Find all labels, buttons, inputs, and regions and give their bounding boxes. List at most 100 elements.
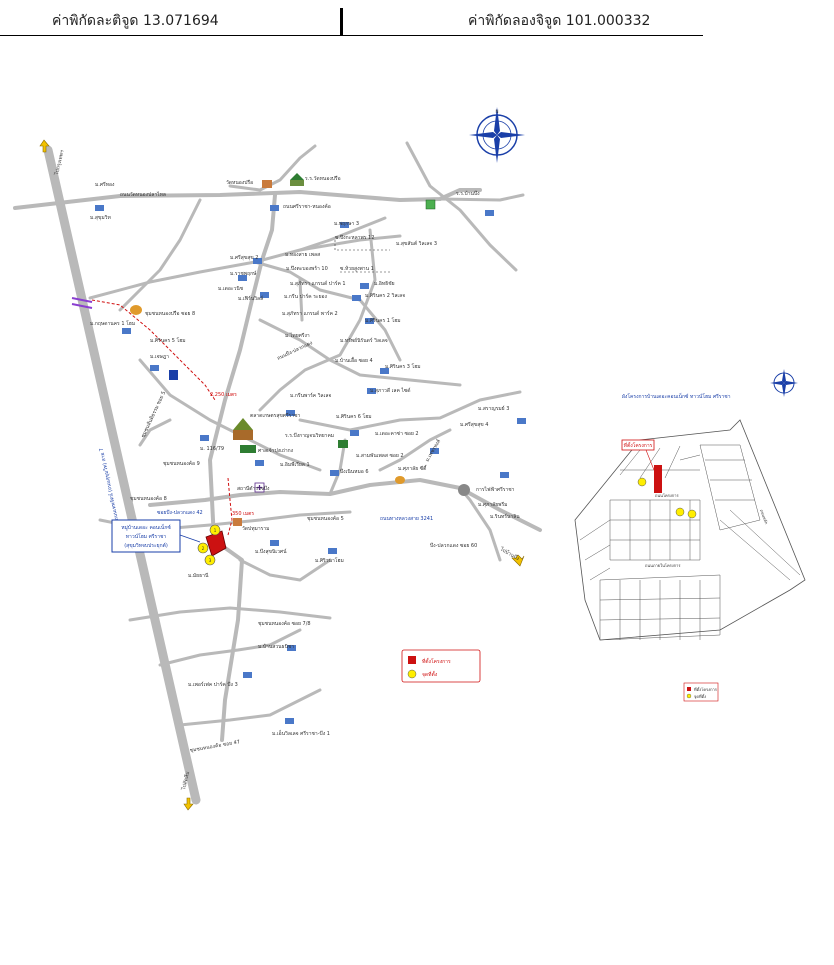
label-supalai: ม.ศุภาลัย ซีตี้ — [398, 463, 427, 472]
route-350 — [227, 477, 233, 536]
road-soi78 — [128, 606, 332, 622]
label-highway-south: ไปสัตหีบ — [180, 771, 191, 792]
house-icon — [255, 460, 264, 466]
inset-road2-label: ถนนภายในโครงการ — [645, 563, 681, 568]
label-tongsai: ม.ทองสาย เพลส — [285, 252, 320, 258]
house-icon — [95, 205, 104, 211]
marker-3-label: 3 — [209, 558, 212, 563]
label-116: ม. 116/79 — [200, 446, 224, 452]
label-cha-soi: ชุมชนสันติธรรม ซอย 5 — [139, 390, 167, 439]
label-green-village: ม.กรีนพาร์ค วิลเลจ — [290, 392, 331, 399]
market-icon — [233, 418, 253, 430]
label-soi-60: บึง-ปลวกแดง ซอย 60 — [430, 542, 477, 549]
label-soi6: บึงเนินหมอ 6 — [340, 468, 369, 475]
label-atthasit: ม.สุภาวดี เลค ไซด์ — [370, 387, 411, 394]
inset-legend-site-swatch — [687, 687, 691, 691]
label-mk-soi: ชุมชนหนองปรือ ซอย 8 — [145, 310, 195, 317]
house-icon — [238, 275, 247, 281]
inset-marker-3-icon — [687, 509, 697, 519]
school2-icon — [338, 440, 348, 448]
marker-3-icon — [204, 554, 216, 566]
label-pruksa3: ม.พฤกษา 3 — [334, 221, 359, 227]
road-e3 — [328, 438, 347, 496]
house-icon — [340, 222, 349, 228]
road-mid3 — [253, 260, 402, 362]
inset-legend-point-swatch — [686, 693, 692, 699]
house-icon — [287, 645, 296, 651]
inset-title: ผังโครงการบ้านเดอะคอนเน็กซ์ ทาวน์โฮม ศรี… — [622, 392, 731, 400]
label-green: ม.อิทธิชัย — [374, 280, 395, 287]
road-c1 — [298, 278, 304, 322]
legend-site-label: ที่ตั้งโครงการ — [422, 656, 451, 665]
label-soi12: ซ.ปึงกะหลาพร 12 — [335, 234, 374, 241]
label-rd-nongkho: ถนนศรีราชา-หนองค้อ — [283, 203, 331, 210]
label-rainboom: ม.รินทร์นาลิน — [490, 513, 520, 520]
site-name-1: หมู่บ้านเดอะ คอนเน็กซ์ — [121, 523, 171, 531]
site-name-3: (สุขุมวิทจบประยุกต์) — [124, 542, 168, 549]
label-power: การไฟฟ้าศรีราชา — [476, 486, 515, 493]
house-icon — [367, 388, 376, 394]
shrine-icon — [240, 445, 256, 453]
label-greenpark: ม.กรีน ปาร์ค ระยอง — [284, 293, 328, 300]
inset-legend-point-label: จุดที่ตั้ง — [694, 692, 706, 700]
label-tofar2: ไปบ้านบึง — [498, 545, 521, 562]
label-prime: ม.เพอร์เฟค ปาร์ค บึง 3 — [188, 681, 238, 688]
main-highway — [43, 145, 201, 805]
house-icon — [352, 295, 361, 301]
label-soi10: ม.ปึงตะบองพร้า 10 — [286, 265, 328, 272]
label-bueng-ban: ม.บึงสุขนิเวศน์ — [255, 548, 287, 555]
road-central — [208, 193, 277, 742]
house-icon — [365, 318, 374, 324]
road-mid6 — [258, 318, 462, 387]
house-icon — [253, 258, 262, 264]
label-srithong: ม.ศรีทอง — [95, 181, 115, 188]
house-icon — [328, 548, 337, 554]
bank-icon — [169, 370, 178, 380]
power-station-icon — [458, 484, 470, 496]
arrow-se-icon — [511, 554, 525, 567]
road-s3 — [238, 558, 332, 582]
label-soi78: ชุมชนหนองค้อ ซอย 7/8 — [258, 620, 311, 627]
road-w1 — [138, 418, 172, 447]
label-chumchon-5: ชุมชนหนองค้อ 5 — [307, 515, 344, 522]
house-icon — [330, 470, 339, 476]
house-icon — [485, 210, 494, 216]
label-chumchon-soi8: ชุมชนหนองค้อ 8 — [130, 495, 167, 502]
house-icon — [260, 292, 269, 298]
house-icon — [270, 205, 279, 211]
house-icon — [517, 418, 526, 424]
label-chumchon8: ม.สามพันเพลส ซอย 2 — [356, 453, 404, 459]
label-ratana: ม.สุภัทรา แกรนด์ พาร์ค 2 — [282, 310, 338, 317]
label-ratchapruk: ม.ราชพฤกษ์ — [230, 270, 257, 277]
marker-2-label: 2 — [202, 546, 205, 551]
marker-2-icon — [197, 542, 209, 554]
site-callout-box — [111, 519, 181, 553]
label-sri4: ม.ศรีสุขสุข 4 — [460, 421, 488, 428]
shell-icon — [130, 305, 142, 315]
inset-compass-icon — [770, 369, 798, 397]
road-mid2 — [118, 198, 202, 312]
road-network — [13, 141, 542, 805]
landmark-icons — [130, 173, 470, 526]
road-c2 — [378, 428, 452, 472]
label-wat-thana: วัดปทุมาราม — [242, 526, 269, 532]
legend-site-swatch — [408, 656, 416, 664]
house-icon — [430, 448, 439, 454]
label-chon: ม.เฟิร์นวิลล์ — [238, 295, 263, 302]
marker-1-label: 1 — [214, 528, 217, 533]
road-mid5 — [258, 228, 377, 412]
inset-legend-site-label: ที่ตั้งโครงการ — [694, 685, 718, 692]
house-icon — [150, 365, 159, 371]
compass-n-label: N — [496, 109, 499, 114]
inset-road3-label: ถนนหลัก — [759, 509, 769, 526]
label-soi42: ซอยบึง-ปลวกแดง 42 — [157, 509, 203, 516]
inset-marker-1-icon — [637, 477, 647, 487]
longitude-label: ค่าพิกัดลองจิจูด 101.000332 — [468, 13, 651, 29]
house-icon — [380, 368, 389, 374]
compass-icon: N — [469, 107, 525, 163]
road-mid7 — [138, 358, 322, 472]
label-chumchon5: ม.อิมพีเรียล 1 — [280, 461, 310, 468]
house-icon — [200, 435, 209, 441]
label-temple: ศาลเจ้าปุงเถ่ากง — [258, 447, 294, 454]
